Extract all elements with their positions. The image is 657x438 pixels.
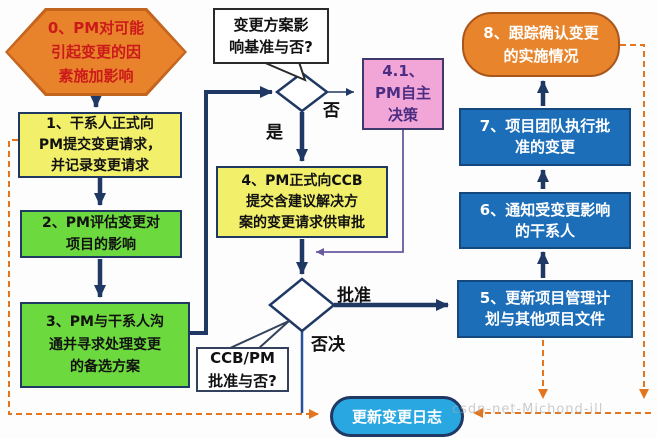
node-1-submit-change-request: 1、干系人正式向 PM提交变更请求， 并记录变更请求	[18, 112, 182, 178]
dashed-rail-left-to-log	[8, 139, 319, 419]
node-3-discuss-alternatives: 3、PM与干系人沟 通并寻求处理变更 的备选方案	[20, 302, 190, 388]
line-box41-to-diamond2	[316, 130, 404, 256]
node-6-notify-stakeholders: 6、通知受变更影响 的干系人	[459, 192, 631, 249]
node-0-text: 0、PM对可能 引起变更的因 素施加影响	[8, 11, 184, 93]
callout-b-tail	[227, 320, 290, 350]
diamond-ccb-approval	[268, 277, 336, 333]
watermark: csdn-net-Michond-ill	[452, 402, 604, 417]
node-8-track-implementation: 8、跟踪确认变更 的实施情况	[462, 12, 620, 77]
callout-ccb-approval-question: CCB/PM 批准与否?	[196, 347, 289, 392]
node-0-influence-factors: 0、PM对可能 引起变更的因 素施加影响	[5, 8, 187, 96]
node-2-evaluate-impact: 2、PM评估变更对 项目的影响	[20, 210, 182, 258]
label-reject: 否决	[311, 335, 345, 355]
node-5-update-project-plan: 5、更新项目管理计 划与其他项目文件	[457, 280, 633, 338]
node-4-1-pm-self-decision: 4.1、 PM自主 决策	[362, 58, 444, 130]
callout-a-tail	[262, 61, 307, 82]
arrow-box3-to-diamond1	[190, 86, 273, 335]
label-approve: 批准	[337, 286, 371, 306]
callout-baseline-impact-question: 变更方案影 响基准与否?	[213, 8, 329, 64]
node-7-team-executes-change: 7、项目团队执行批 准的变更	[459, 108, 631, 166]
label-yes: 是	[266, 123, 283, 143]
node-4-submit-to-ccb: 4、PM正式向CCB 提交含建议解决方 案的变更请求供审批	[216, 166, 388, 238]
node-update-change-log: 更新变更日志	[330, 396, 464, 437]
label-no: 否	[323, 101, 340, 121]
dashed-rail-right-from-box8	[620, 44, 649, 399]
diamond-baseline-impact	[274, 71, 330, 113]
